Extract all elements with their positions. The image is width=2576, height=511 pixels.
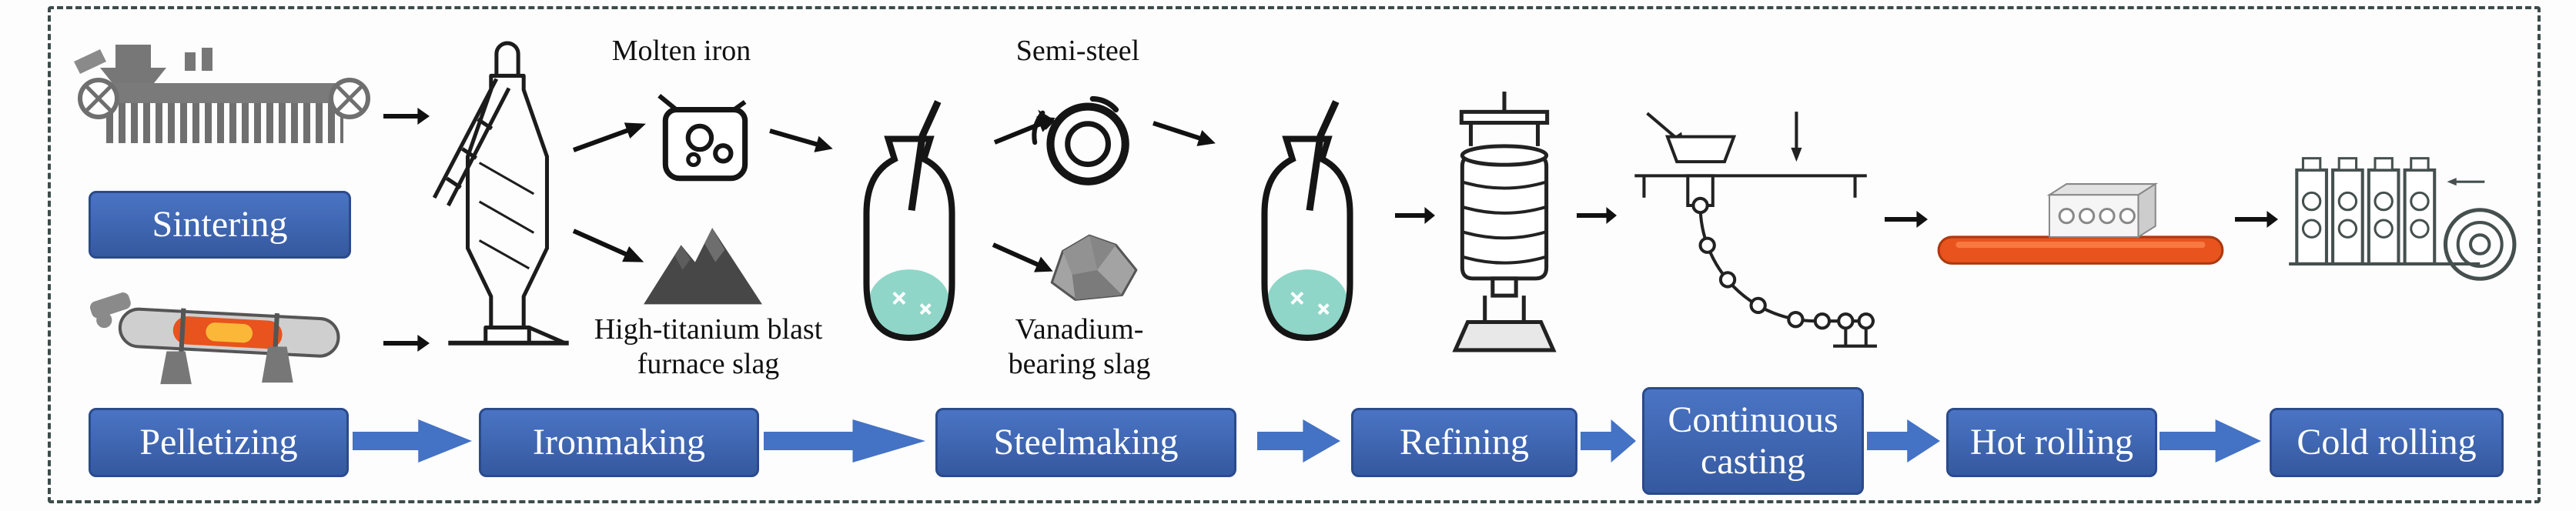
arrow-refining-to-caster — [1577, 205, 1617, 225]
stage-label-hot-rolling: Hot rolling — [1946, 408, 2157, 477]
arrow-converter-to-semi-steel — [991, 109, 1059, 152]
continuous-casting-label-text: Continuous casting — [1668, 399, 1838, 482]
stage-label-sintering: Sintering — [89, 191, 351, 259]
pelletizing-kiln-icon — [89, 266, 370, 390]
stage-label-pelletizing: Pelletizing — [89, 408, 349, 477]
refining-label-text: Refining — [1400, 422, 1529, 463]
flow-arrow-3 — [1257, 419, 1340, 463]
flow-arrow-4 — [1581, 419, 1636, 463]
stage-label-steelmaking: Steelmaking — [935, 408, 1236, 477]
arrow-semi-steel-to-converter2 — [1150, 114, 1219, 153]
arrow-furnace-to-slag — [570, 222, 648, 271]
arrow-converter2-to-refining — [1395, 205, 1435, 225]
cold-rolling-mill-icon — [2283, 127, 2517, 339]
vanadium-slag-icon — [1041, 228, 1142, 306]
hot-rolling-mill-icon — [1932, 181, 2229, 282]
molten-iron-label: Molten iron — [611, 35, 751, 67]
blast-furnace-slag-icon — [641, 222, 765, 308]
diagram-border — [48, 6, 2541, 503]
sintering-label-text: Sintering — [152, 204, 288, 245]
continuous-caster-icon — [1621, 104, 1878, 362]
flow-arrow-5 — [1867, 419, 1940, 463]
flow-arrow-2 — [764, 419, 925, 463]
refining-vessel-icon — [1438, 89, 1571, 359]
arrow-hot-to-cold-rolling — [2235, 209, 2278, 229]
stage-label-ironmaking: Ironmaking — [479, 408, 759, 477]
stage-label-refining: Refining — [1351, 408, 1577, 477]
stage-label-continuous-casting: Continuous casting — [1642, 387, 1864, 495]
high-titanium-slag-label: High-titanium blast furnace slag — [594, 313, 823, 380]
molten-iron-ladle-icon — [647, 77, 764, 194]
arrow-molten-iron-to-converter — [767, 122, 835, 159]
flow-arrow-1 — [353, 419, 472, 463]
arrow-sintering-to-furnace — [383, 106, 430, 126]
sintering-machine-icon — [69, 38, 377, 181]
cold-rolling-label-text: Cold rolling — [2297, 422, 2477, 463]
steelmaking-converter-icon — [828, 99, 991, 362]
pelletizing-label-text: Pelletizing — [139, 422, 298, 463]
steelmaking-label-text: Steelmaking — [993, 422, 1179, 463]
hot-rolling-label-text: Hot rolling — [1970, 422, 2133, 463]
semi-steel-label: Semi-steel — [1015, 35, 1140, 67]
arrow-pelletizing-to-furnace — [383, 333, 430, 353]
vanadium-slag-label: Vanadium-bearing slag — [1008, 313, 1151, 380]
arrow-furnace-to-molten-iron — [570, 115, 650, 160]
arrow-converter-to-vanadium-slag — [989, 235, 1057, 280]
second-converter-icon — [1226, 99, 1389, 362]
stage-label-cold-rolling: Cold rolling — [2270, 408, 2504, 477]
ironmaking-label-text: Ironmaking — [533, 422, 705, 463]
flow-arrow-6 — [2159, 419, 2261, 463]
arrow-caster-to-hot-rolling — [1885, 209, 1928, 229]
blast-furnace-icon — [425, 38, 588, 373]
